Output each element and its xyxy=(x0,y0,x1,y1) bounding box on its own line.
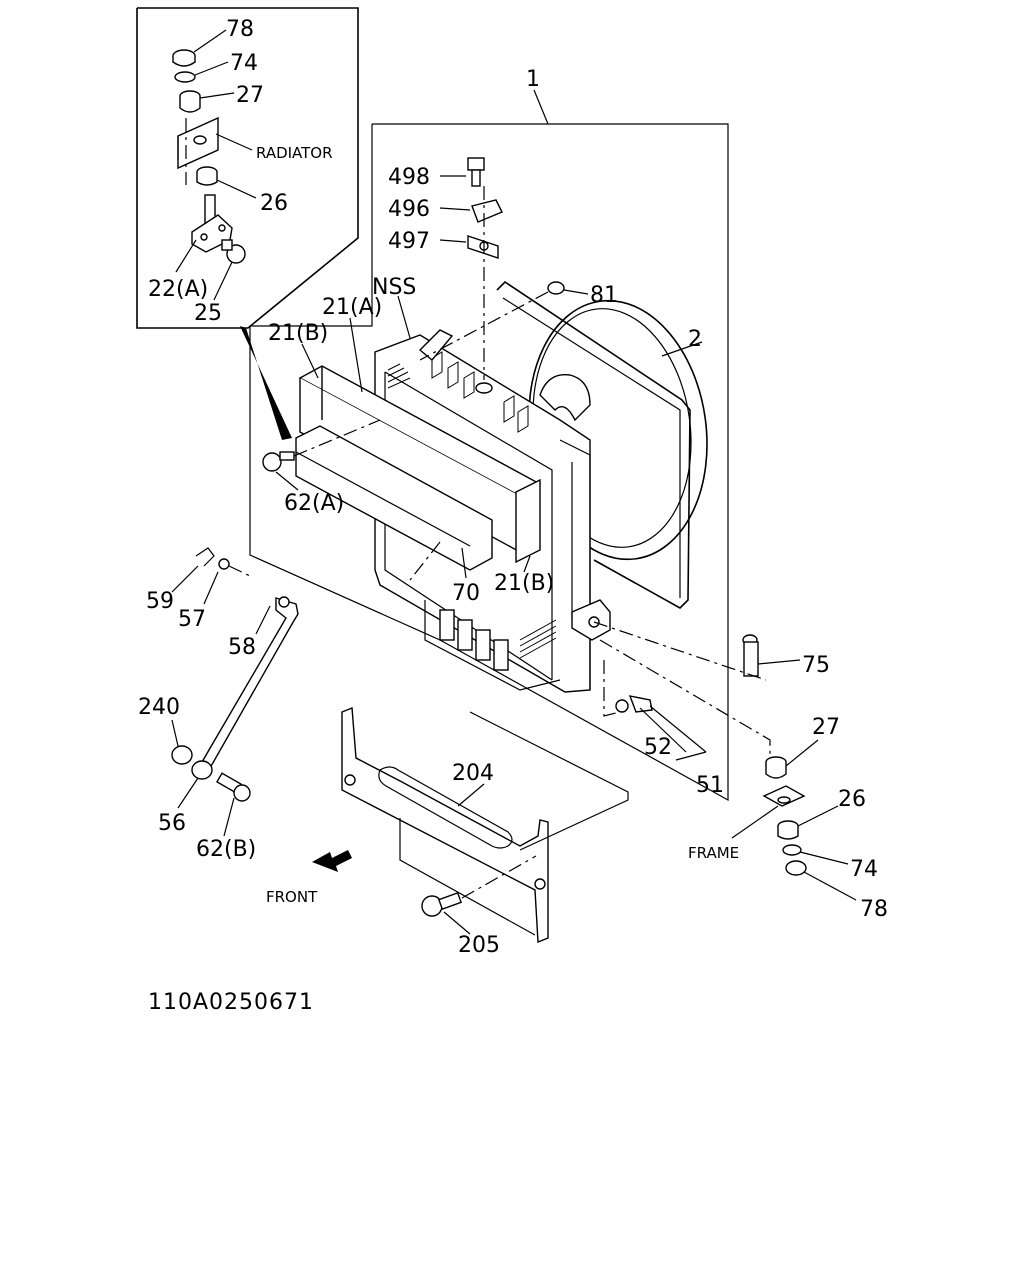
top-tank-fins xyxy=(431,351,529,433)
core-hatching xyxy=(387,363,557,659)
bolt-205 xyxy=(421,855,537,935)
callout-58: 58 xyxy=(228,635,256,660)
cushion-27-bottom xyxy=(765,756,787,779)
lower-bracket-204 xyxy=(341,706,629,944)
callout-78-top: 78 xyxy=(226,17,254,42)
callout-21a: 21(A) xyxy=(322,295,382,320)
callout-62b: 62(B) xyxy=(196,837,256,862)
callout-22a: 22(A) xyxy=(148,277,208,302)
frame-mount xyxy=(599,639,857,901)
callout-51: 51 xyxy=(696,773,724,798)
radiator-bracket xyxy=(177,116,219,185)
callout-62a: 62(A) xyxy=(284,491,344,516)
callout-26-bottom: 26 xyxy=(838,787,866,812)
inset-pointer xyxy=(240,326,292,440)
callout-204: 204 xyxy=(452,761,494,786)
clip-59-57 xyxy=(171,547,251,605)
callout-74-top: 74 xyxy=(230,51,258,76)
washer-74-top xyxy=(174,71,196,83)
callout-2: 2 xyxy=(688,327,702,352)
bolt-25 xyxy=(221,239,246,264)
callout-26-top: 26 xyxy=(260,191,288,216)
drawing-code: 110A0250671 xyxy=(148,990,315,1015)
callout-496: 496 xyxy=(388,197,430,222)
front-arrow-icon xyxy=(312,850,352,872)
top-fasteners xyxy=(419,157,589,380)
nut-78-bottom xyxy=(785,860,807,876)
callout-497: 497 xyxy=(388,229,430,254)
label-front: FRONT xyxy=(266,888,318,906)
label-frame: FRAME xyxy=(688,844,739,862)
callout-25: 25 xyxy=(194,301,222,326)
cushion-27-top xyxy=(179,90,201,113)
callout-21b-right: 21(B) xyxy=(494,571,554,596)
collar-56 xyxy=(177,760,213,809)
callout-81: 81 xyxy=(590,283,618,308)
stay-rod xyxy=(201,596,299,770)
bolt-75 xyxy=(593,621,801,681)
nut-78-top xyxy=(172,49,196,67)
nut-240 xyxy=(171,719,193,765)
bolt-52 xyxy=(603,660,707,761)
inset-frame xyxy=(136,7,359,329)
callout-70: 70 xyxy=(452,581,480,606)
callout-74-bottom: 74 xyxy=(850,857,878,882)
label-radiator: RADIATOR xyxy=(256,144,333,162)
callout-240: 240 xyxy=(138,695,180,720)
callout-27-bottom: 27 xyxy=(812,715,840,740)
callout-78-bottom: 78 xyxy=(860,897,888,922)
frame-plate xyxy=(762,785,806,807)
callout-56: 56 xyxy=(158,811,186,836)
callout-52: 52 xyxy=(644,735,672,760)
air-baffle-set xyxy=(295,317,542,581)
callout-205: 205 xyxy=(458,933,500,958)
cushion-26-top xyxy=(196,166,218,186)
washer-74-bottom xyxy=(782,844,802,856)
callout-27-top: 27 xyxy=(236,83,264,108)
inset-detail xyxy=(136,7,359,440)
callout-75: 75 xyxy=(802,653,830,678)
callout-1: 1 xyxy=(526,67,540,92)
bolt-62b xyxy=(216,772,251,837)
callout-57: 57 xyxy=(178,607,206,632)
callout-21b-left: 21(B) xyxy=(268,321,328,346)
bolt-62a xyxy=(262,419,381,491)
callout-498: 498 xyxy=(388,165,430,190)
callout-59: 59 xyxy=(146,589,174,614)
callout-nss: NSS xyxy=(372,275,416,300)
cushion-26-bottom xyxy=(777,820,799,840)
